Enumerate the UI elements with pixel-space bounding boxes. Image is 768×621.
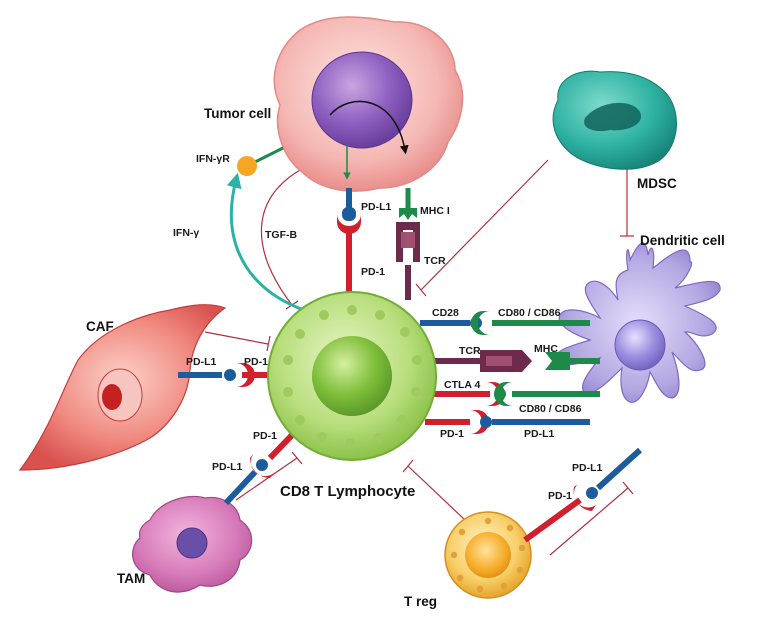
caf-nucleolus (102, 384, 122, 410)
mdsc-cd8-inhibition-line (420, 159, 549, 291)
treg-title: T reg (404, 594, 437, 609)
cd8-nucleus (312, 336, 392, 416)
ifn-gamma-arrow (226, 172, 311, 314)
caf-pdl1-label: PD-L1 (186, 356, 216, 368)
tam-nucleus (176, 527, 208, 559)
mdsc-title: MDSC (637, 176, 677, 191)
tam-pd1-label: PD-1 (253, 430, 277, 442)
cd8-pd1-cup-top (337, 214, 361, 234)
treg-pd1-label: PD-1 (548, 490, 572, 502)
treg-dc-inhibition-bar (622, 481, 634, 495)
cd28-label: CD28 (432, 307, 459, 319)
mhc-label: MHC (534, 343, 558, 355)
text-labels: Tumor cell IFN-γR IFN-γ TGF-B PD-L1 MHC … (86, 106, 725, 609)
mhc-i-head (399, 208, 417, 220)
dendritic-nucleus (614, 319, 666, 371)
dc-pdl1-label: PD-L1 (524, 428, 554, 440)
tumor-cell (273, 16, 464, 192)
cd8-pd1-lower-label: PD-1 (440, 428, 464, 440)
treg-cd8-inhibition-line (407, 465, 466, 521)
mdsc-cell (552, 70, 677, 170)
tumor-pdl1-head (342, 207, 356, 221)
caf-cd8-inhibition-bar (266, 335, 271, 352)
tumor-pdl1-label: PD-L1 (361, 201, 391, 213)
ifn-gamma-r-label: IFN-γR (196, 153, 230, 165)
treg-nucleus (465, 532, 511, 578)
caf-cd8-inhibition-line (204, 331, 269, 345)
tumor-nucleus (311, 51, 413, 149)
treg-pdl1-label: PD-L1 (572, 462, 602, 474)
tcr-vertical-label: TCR (424, 255, 446, 267)
tam-title: TAM (117, 571, 145, 586)
caf-title: CAF (86, 319, 114, 334)
treg-dc-inhibition-line (549, 487, 629, 556)
ctla4-label: CTLA 4 (444, 379, 481, 391)
ifn-gamma-r-stem (254, 146, 284, 164)
tam-cell (132, 495, 253, 593)
receptor-heads (224, 207, 598, 511)
tam-cd8-inhibition-bar (291, 451, 303, 465)
mdsc-cd8-inhibition-bar (415, 283, 427, 297)
ifn-gamma-r-ball (237, 156, 257, 176)
cd80-cd86-bottom-label: CD80 / CD86 (519, 403, 582, 415)
mdsc-nucleus (584, 102, 642, 132)
tcr-horizontal-label: TCR (459, 345, 481, 357)
dendritic-cell-title: Dendritic cell (640, 233, 725, 248)
mhc-i-label: MHC I (420, 205, 450, 217)
tgfb-inhibition-line (260, 169, 301, 306)
inhibition-lines (204, 159, 634, 556)
cd80-cd86-top-label: CD80 / CD86 (498, 307, 561, 319)
mhc-horizontal-head (545, 352, 570, 370)
treg-cd8-inhibition-bar (402, 459, 414, 473)
treg-cell (444, 511, 532, 599)
tumor-cell-title: Tumor cell (204, 106, 271, 121)
receptor-stems (178, 188, 643, 543)
cd8-title: CD8 T Lymphocyte (280, 483, 415, 500)
caf-pd1-label: PD-1 (244, 356, 268, 368)
tam-cd8-inhibition-line (235, 457, 298, 501)
ifn-gamma-label: IFN-γ (173, 227, 199, 239)
tgfb-label: TGF-B (265, 229, 297, 241)
cd8-pd1-top-label: PD-1 (361, 266, 385, 278)
tumor-internal-arrow (329, 100, 409, 155)
cd8-t-lymphocyte (267, 291, 437, 461)
caf-cell (18, 304, 227, 471)
tam-pdl1-label: PD-L1 (212, 461, 242, 473)
